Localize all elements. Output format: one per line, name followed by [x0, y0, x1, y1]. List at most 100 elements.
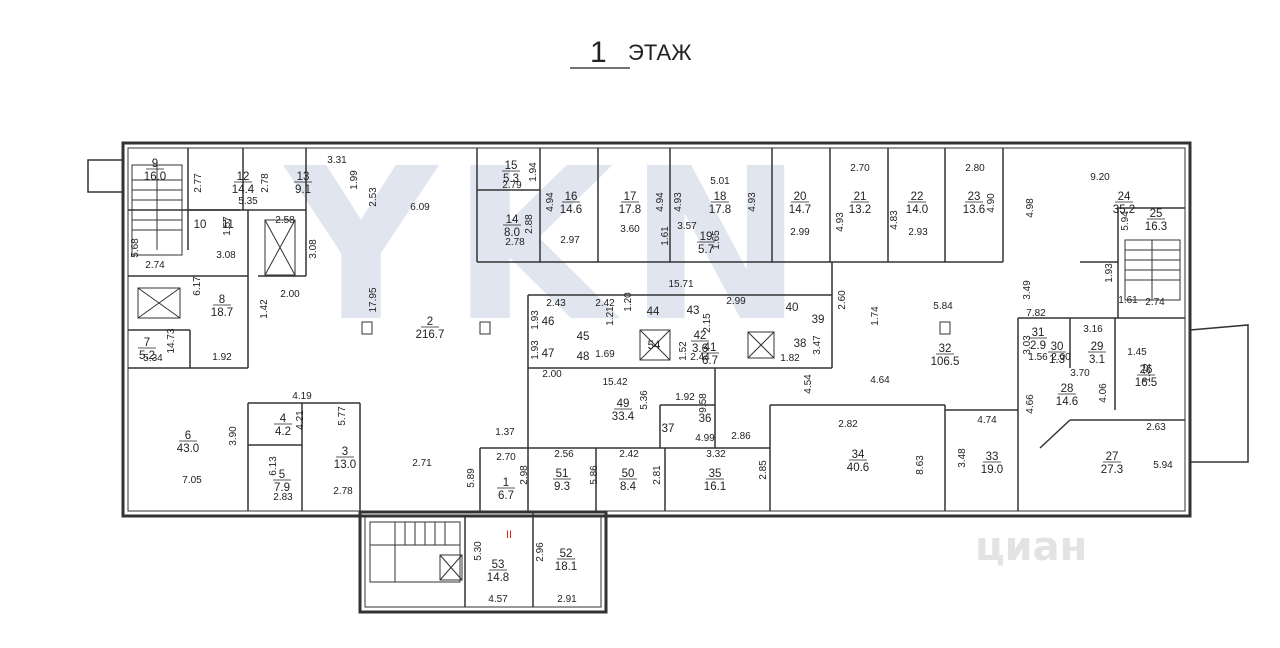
dimension-label: 2.74: [1145, 297, 1165, 308]
room-area: 4.2: [275, 426, 291, 438]
dimension-label: 3.48: [957, 448, 968, 468]
room-number: 2: [427, 316, 433, 328]
room-area: 33.4: [612, 411, 635, 423]
dimension-label: 5.94: [1153, 460, 1173, 471]
dimension-label: 4.93: [673, 192, 684, 212]
dimension-label: 3.70: [1070, 368, 1090, 379]
dimension-label: 4.19: [292, 391, 312, 402]
stair-mark: II: [506, 529, 512, 541]
dimension-label: 7.82: [1026, 308, 1046, 319]
room-area: 35.2: [1113, 204, 1135, 216]
room-area: 5.2: [139, 350, 155, 362]
dimension-label: 3.03: [1022, 335, 1033, 355]
room-number: 33: [986, 451, 999, 463]
dimension-label: 2.81: [652, 465, 663, 485]
room-number: 39: [812, 314, 825, 326]
dimension-label: 2.53: [368, 187, 379, 207]
dimension-label: 4.83: [889, 210, 900, 230]
dimension-label: 1.52: [678, 341, 689, 361]
room-number: 47: [542, 348, 555, 360]
room-area: 3.1: [1089, 354, 1105, 366]
dimension-label: 5.89: [466, 468, 477, 488]
room-number: 14: [506, 214, 519, 226]
room-area: 16.3: [1145, 221, 1167, 233]
room-area: 216.7: [416, 329, 445, 341]
dimension-label: 2.74: [145, 260, 165, 271]
dimension-label: 4.94: [545, 192, 556, 212]
room-number: 37: [662, 423, 675, 435]
watermark: YKN: [282, 123, 818, 368]
room-area: 9.3: [554, 481, 570, 493]
dimension-label: 15.42: [602, 377, 627, 388]
room-number: 1: [503, 477, 509, 489]
room-number: 38: [794, 338, 807, 350]
room-area: 9.1: [295, 184, 311, 196]
dimension-label: 1.57: [222, 216, 233, 236]
room-number: 15: [505, 160, 518, 172]
dimension-label: 1.20: [623, 292, 634, 312]
dimension-label: 4.93: [747, 192, 758, 212]
floor-label: ЭТАЖ: [628, 40, 692, 65]
dimension-label: 3.49: [1022, 280, 1033, 300]
dimension-label: 5.30: [473, 541, 484, 561]
room-area: 14.8: [487, 572, 509, 584]
room-area: 14.6: [1056, 396, 1078, 408]
dimension-label: 2.78: [505, 237, 525, 248]
dimension-label: 2.96: [535, 542, 546, 562]
room-area: 5.7: [698, 244, 714, 256]
dimension-label: 4.74: [977, 415, 997, 426]
dimension-label: 5.36: [639, 390, 650, 410]
dimension-label: 2.88: [524, 214, 535, 234]
room-area: 13.0: [334, 459, 356, 471]
dimension-label: 2.70: [496, 452, 516, 463]
room-number: 40: [786, 302, 799, 314]
dimension-label: 5.01: [710, 176, 730, 187]
room-number: 49: [617, 398, 630, 410]
dimension-label: 2.77: [193, 173, 204, 193]
room-area: 7.9: [274, 482, 290, 494]
room-number: 42: [694, 330, 707, 342]
room-area: 14.0: [906, 204, 928, 216]
dimension-label: 5.34: [143, 353, 163, 364]
room-area: 17.8: [709, 204, 731, 216]
dimension-label: 2.42: [619, 449, 639, 460]
dimension-label: 4.21: [295, 410, 306, 430]
room-number: 52: [560, 548, 573, 560]
dimension-label: 2.93: [908, 227, 928, 238]
room-number: 6: [185, 430, 191, 442]
dimension-label: 2.00: [280, 289, 300, 300]
dimension-label: 2.99: [790, 227, 810, 238]
dimension-label: 3.57: [677, 221, 697, 232]
dimension-label: 2.91: [557, 594, 577, 605]
room-number: 16: [565, 191, 578, 203]
dimension-label: 1.65: [711, 230, 722, 250]
dimension-label: 6.13: [268, 456, 279, 476]
room-number: 11: [222, 219, 234, 231]
watermark-small: циан: [975, 524, 1087, 570]
stair-right: [1124, 239, 1181, 301]
dimension-label: 6.09: [410, 202, 430, 213]
room-number: 35: [709, 468, 722, 480]
dimension-label: 4.66: [1025, 394, 1036, 414]
room-area: 6.7: [702, 355, 718, 367]
room-number: 5: [279, 469, 285, 481]
dimension-label: 3.60: [620, 224, 640, 235]
dimension-label: 1.93: [530, 340, 541, 360]
room-number: 12: [237, 171, 250, 183]
dimension-label: 2.43: [546, 298, 566, 309]
room-number: 28: [1061, 383, 1074, 395]
dimension-label: 7.05: [182, 475, 202, 486]
floor-number: 1: [590, 36, 607, 69]
dimension-label: 4.99: [695, 433, 715, 444]
room-area: 8.0: [504, 227, 520, 239]
dimension-label: 2.86: [731, 431, 751, 442]
room-number: 48: [577, 351, 590, 363]
dimension-label: 1.42: [259, 299, 270, 319]
dimension-label: 2.44: [690, 352, 710, 363]
dimension-label: 3.31: [327, 155, 347, 166]
room-area: 13.6: [963, 204, 985, 216]
dimension-label: 1.93: [1104, 263, 1115, 283]
dimension-label: 5.68: [130, 238, 141, 258]
room-number: 30: [1051, 341, 1064, 353]
room-number: 43: [687, 305, 700, 317]
